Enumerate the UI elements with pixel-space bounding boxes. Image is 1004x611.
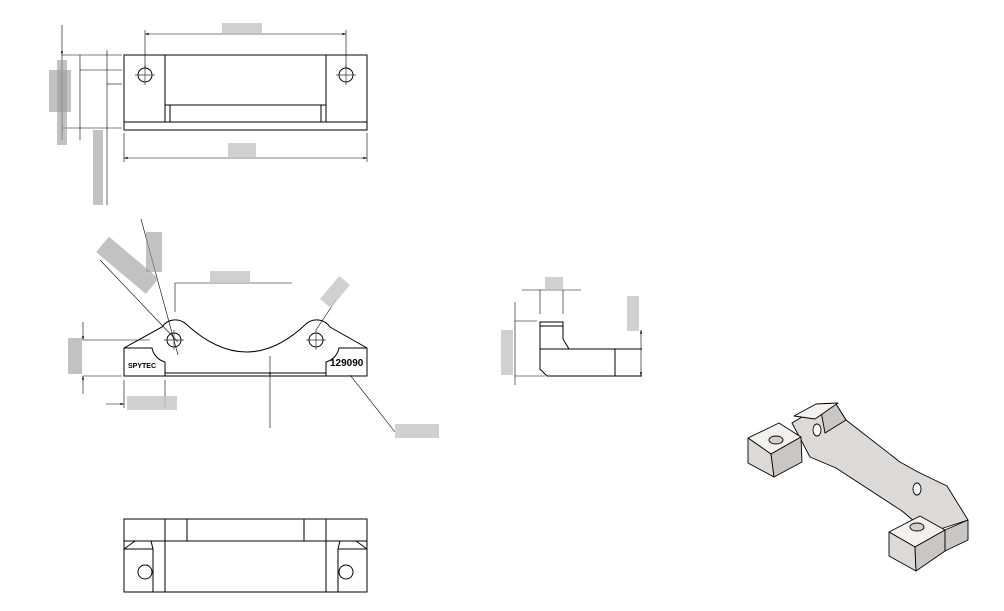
dimension-label-blurred xyxy=(93,130,103,205)
isometric-view xyxy=(747,402,969,572)
dimension-label-blurred xyxy=(627,296,639,331)
dimension-label-blurred xyxy=(319,276,351,308)
side-view xyxy=(501,277,643,385)
hole-right-bottom xyxy=(338,564,354,580)
engraved-logo: SPYTEC xyxy=(128,363,156,370)
dimension-label-blurred xyxy=(127,396,177,410)
dimension-label-blurred xyxy=(222,23,262,33)
dimension-label-blurred xyxy=(228,143,256,158)
dimension-label-blurred xyxy=(210,271,250,283)
dimension-label-blurred xyxy=(96,236,159,294)
engraved-part-number: 129090 xyxy=(330,358,364,369)
hole-left-bottom xyxy=(137,564,153,580)
dimension-label-blurred xyxy=(68,338,82,374)
dimension-label-blurred xyxy=(545,277,563,289)
bottom-view xyxy=(123,518,368,593)
dimension-label-blurred xyxy=(395,424,439,438)
dimension-label-blurred xyxy=(146,232,162,272)
dimension-label-blurred xyxy=(501,330,513,375)
front-view: SPYTEC 129090 xyxy=(68,218,439,438)
dimension-label-blurred xyxy=(57,60,67,145)
top-view xyxy=(49,23,368,205)
